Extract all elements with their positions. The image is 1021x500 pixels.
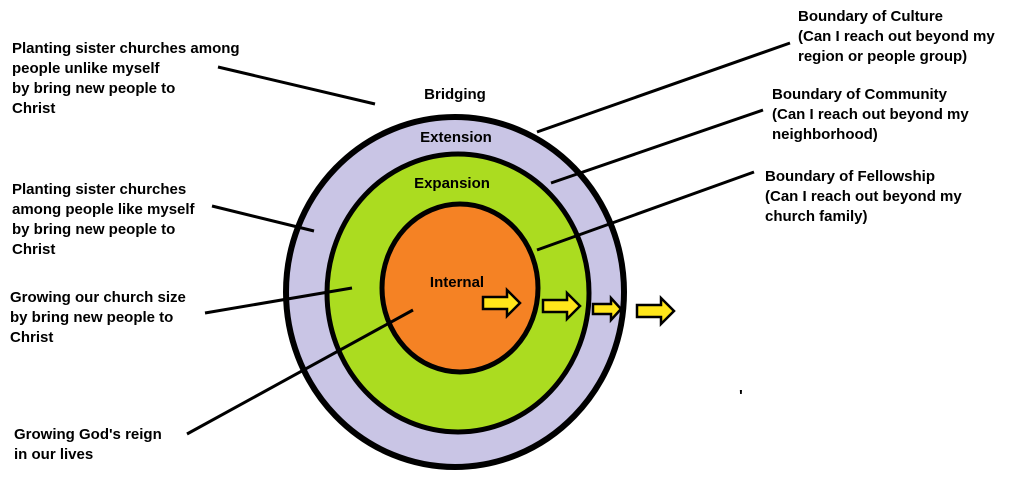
connector-line-culture (536, 41, 791, 134)
ring-label-expansion: Expansion (414, 175, 490, 192)
annotation-planting-like: Planting sister churches among people li… (12, 181, 195, 258)
connector-line-expansion (204, 286, 353, 315)
annotation-boundary-community: Boundary of Community (Can I reach out b… (772, 86, 969, 143)
internal-circle (379, 201, 541, 375)
annotation-planting-unlike: Planting sister churches among people un… (12, 40, 240, 117)
flow-arrow-icon (481, 286, 522, 320)
ring-label-extension: Extension (420, 129, 492, 146)
connector-line-extension (211, 204, 315, 233)
flow-arrow-icon (591, 294, 623, 324)
flow-arrow-icon (541, 289, 582, 323)
stray-mark: ' (739, 388, 743, 405)
connector-line-community (550, 108, 764, 185)
ring-label-bridging: Bridging (424, 86, 486, 103)
ring-label-internal: Internal (429, 274, 485, 291)
annotation-boundary-culture: Boundary of Culture (Can I reach out bey… (798, 8, 995, 65)
flow-arrow-icon (635, 294, 676, 328)
connector-line-bridging (217, 65, 376, 106)
connector-line-internal (186, 308, 414, 436)
annotation-boundary-fellowship: Boundary of Fellowship (Can I reach out … (765, 168, 962, 225)
annotation-gods-reign: Growing God's reign in our lives (14, 426, 162, 463)
annotation-church-size: Growing our church size by bring new peo… (10, 289, 186, 346)
connector-line-fellowship (536, 170, 755, 252)
